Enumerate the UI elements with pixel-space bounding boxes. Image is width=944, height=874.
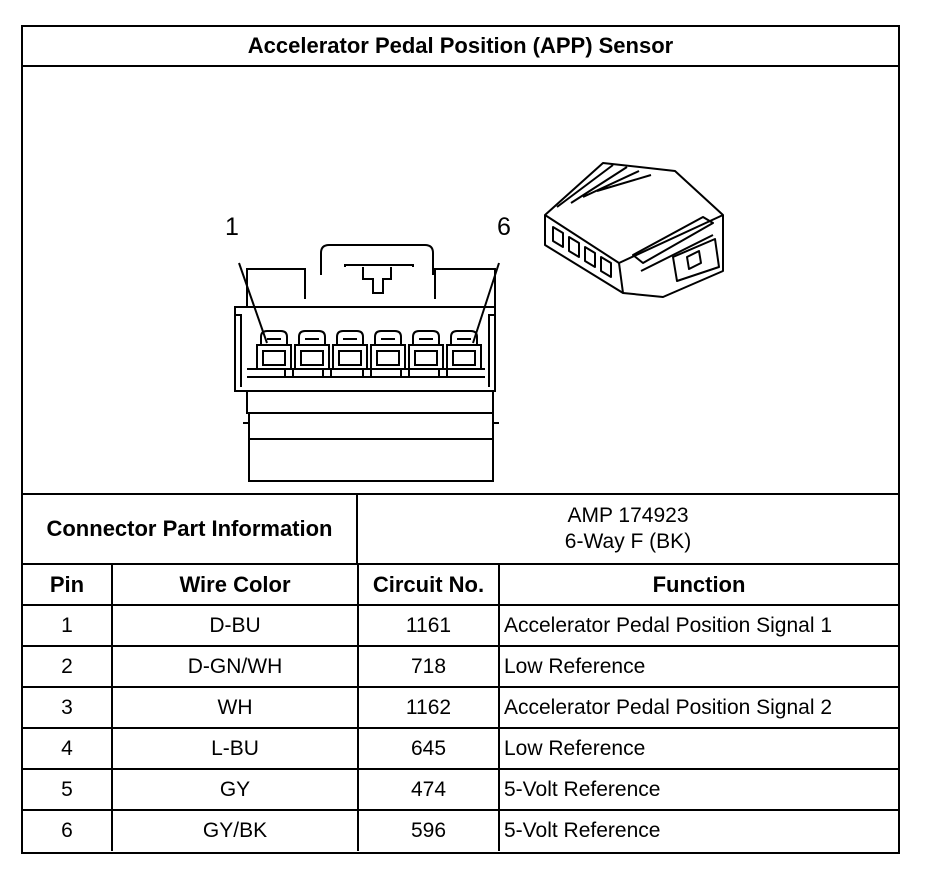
header-circuit-no: Circuit No. [357,565,500,606]
cell-circuit: 1162 [357,686,500,729]
cell-pin: 4 [23,727,113,770]
table-row: 1 D-BU 1161 Accelerator Pedal Position S… [23,604,898,647]
page-title: Accelerator Pedal Position (APP) Sensor [23,27,898,67]
connector-part-number: AMP 174923 [567,504,689,527]
pin-6-callout: 6 [497,213,511,241]
cell-pin: 6 [23,809,113,851]
cell-circuit: 1161 [357,604,500,647]
pin-1-callout: 1 [225,213,239,241]
cell-circuit: 474 [357,768,500,811]
header-wire-color: Wire Color [111,565,359,606]
table-row: 3 WH 1162 Accelerator Pedal Position Sig… [23,686,898,729]
cell-function: Low Reference [498,645,898,688]
cell-function: Low Reference [498,727,898,770]
cell-circuit: 718 [357,645,500,688]
table-header-row: Pin Wire Color Circuit No. Function [23,565,898,606]
cell-function: 5-Volt Reference [498,768,898,811]
cell-wire-color: D-GN/WH [111,645,359,688]
connector-description: 6-Way F (BK) [564,530,692,553]
cell-circuit: 645 [357,727,500,770]
cell-function: 5-Volt Reference [498,809,898,851]
table-row: 5 GY 474 5-Volt Reference [23,768,898,811]
pin-table: Pin Wire Color Circuit No. Function 1 D-… [23,565,898,851]
cell-pin: 1 [23,604,113,647]
table-row: 6 GY/BK 596 5-Volt Reference [23,809,898,851]
table-row: 2 D-GN/WH 718 Low Reference [23,645,898,688]
cell-wire-color: D-BU [111,604,359,647]
cell-wire-color: L-BU [111,727,359,770]
connector-sheet: Accelerator Pedal Position (APP) Sensor [21,25,900,854]
connector-part-info-label: Connector Part Information [23,495,358,563]
connector-part-info: Connector Part Information AMP 174923 6-… [23,495,898,565]
header-function: Function [498,565,898,606]
header-pin: Pin [23,565,113,606]
cell-pin: 3 [23,686,113,729]
connector-figure: 1 6 [23,67,898,495]
connector-face-drawing [234,162,724,482]
cell-circuit: 596 [357,809,500,851]
cell-function: Accelerator Pedal Position Signal 2 [498,686,898,729]
cell-wire-color: GY/BK [111,809,359,851]
cell-wire-color: GY [111,768,359,811]
table-row: 4 L-BU 645 Low Reference [23,727,898,770]
cell-wire-color: WH [111,686,359,729]
connector-iso-drawing [544,162,724,298]
cell-function: Accelerator Pedal Position Signal 1 [498,604,898,647]
cell-pin: 5 [23,768,113,811]
connector-part-info-value: AMP 174923 6-Way F (BK) [358,495,898,563]
cell-pin: 2 [23,645,113,688]
